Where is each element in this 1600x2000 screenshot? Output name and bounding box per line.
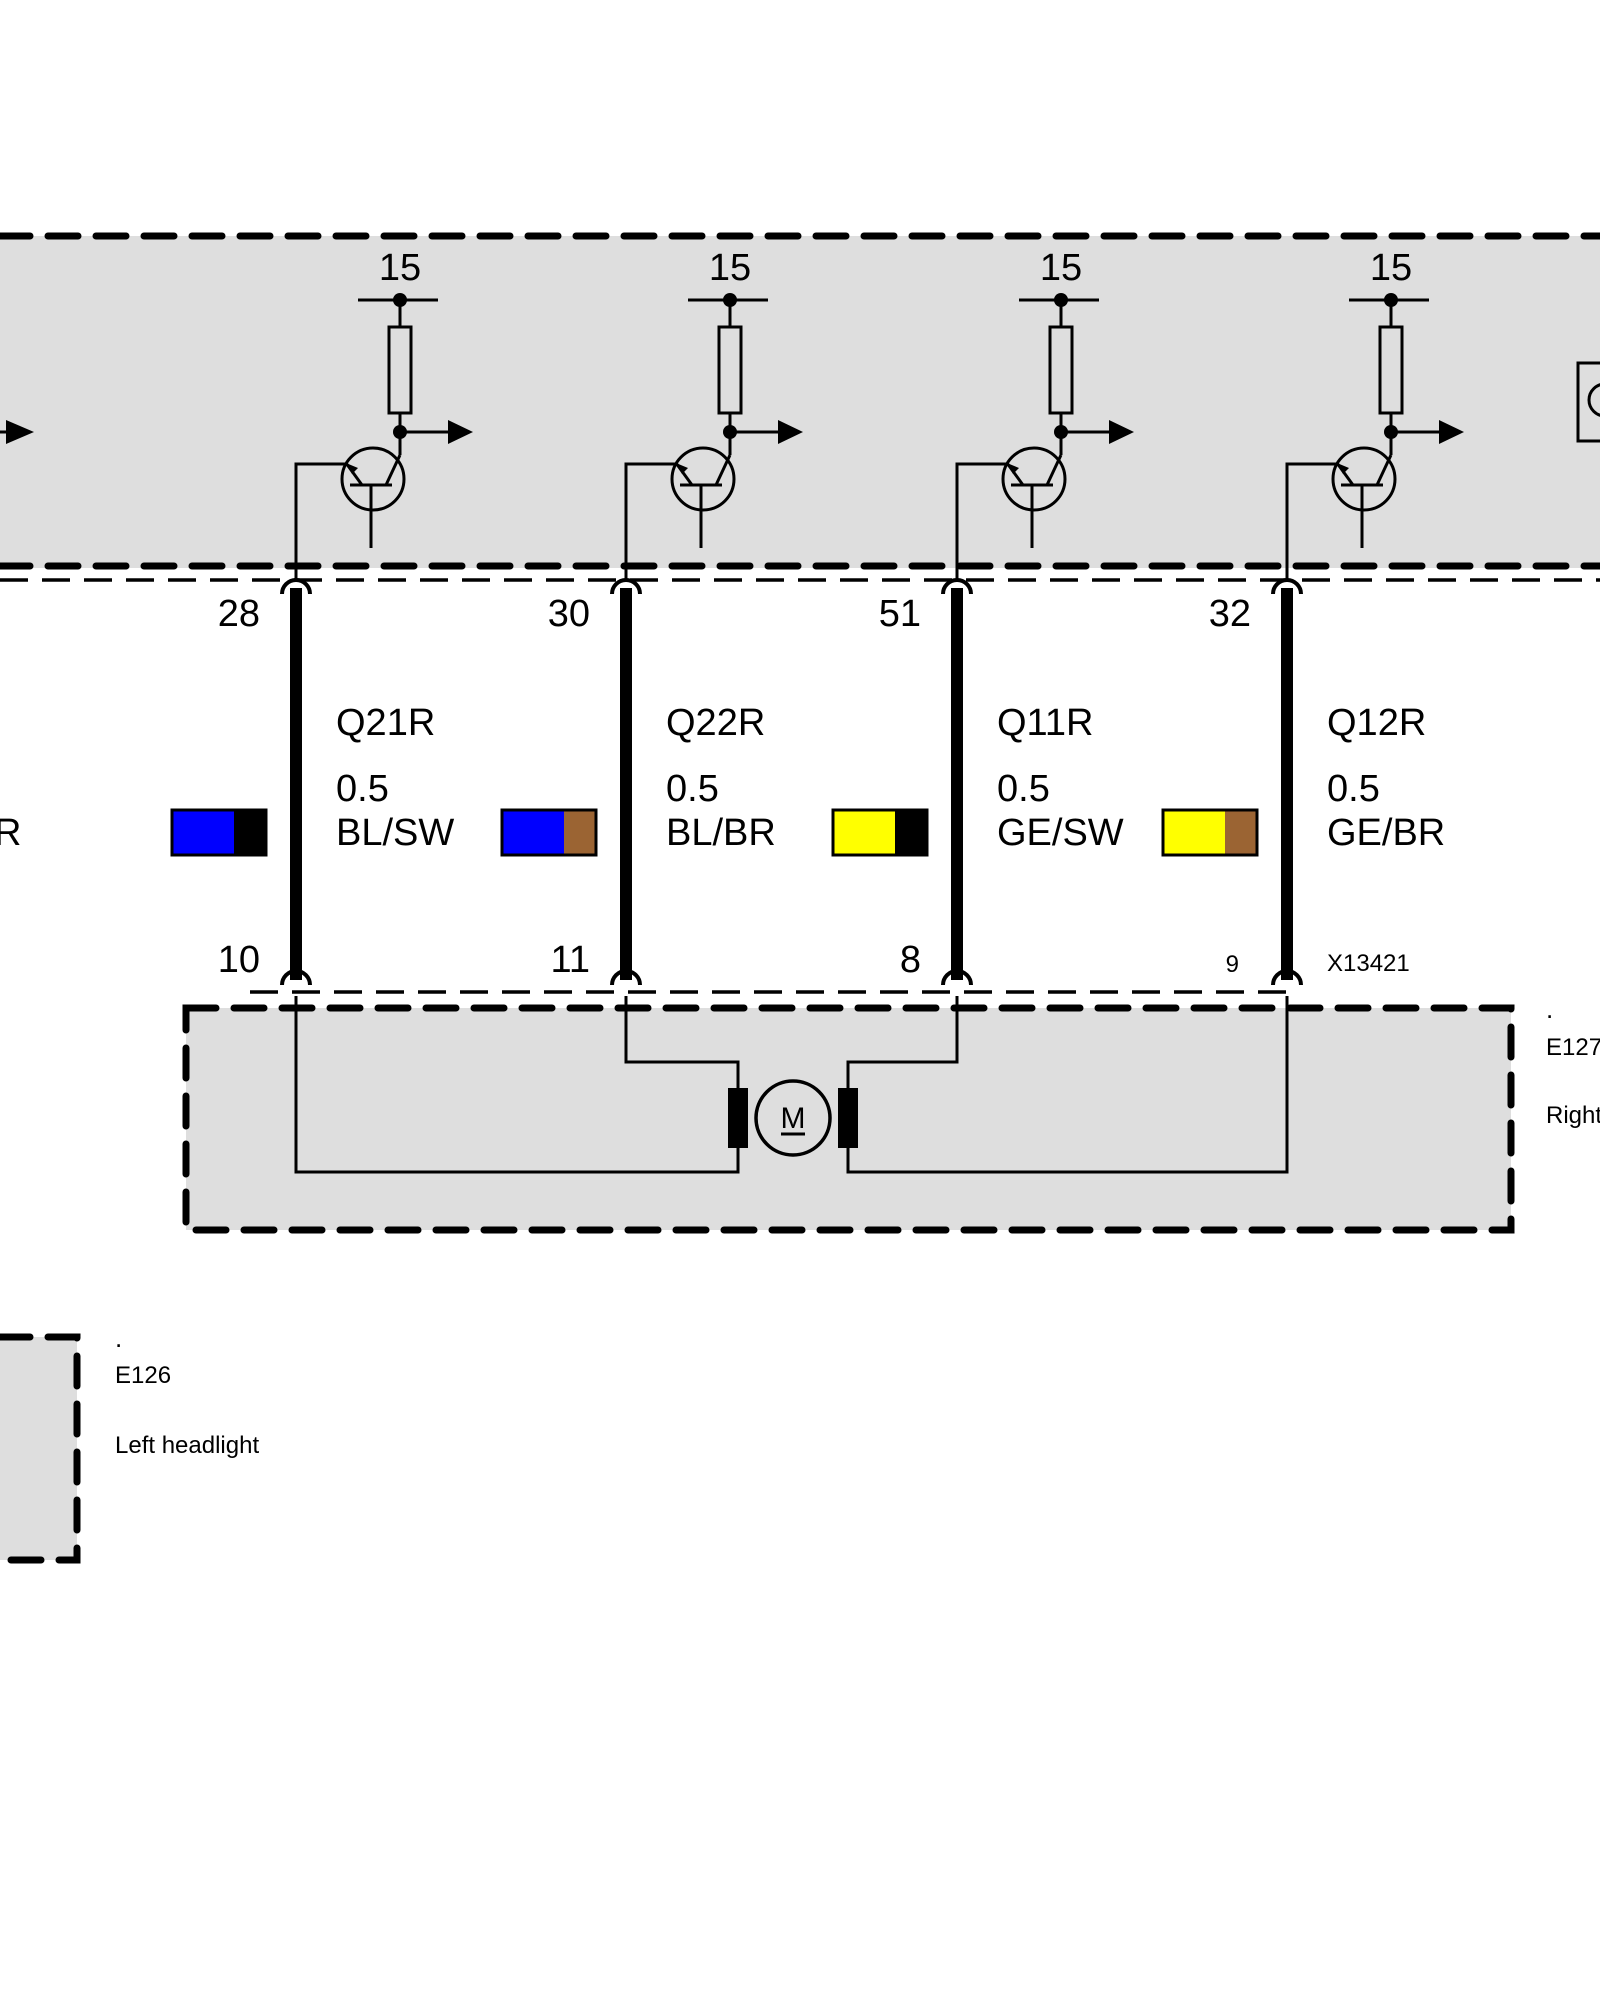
right-headlight-name: Right (1546, 1102, 1600, 1129)
wire-color-code-label: BL/SW (336, 812, 454, 854)
transistor-icon (670, 446, 736, 512)
wire-id-label: Q11R (997, 702, 1093, 744)
right-headlight-dot: . (1546, 994, 1553, 1024)
wire-color-code-label: BL/BR (666, 812, 776, 854)
left-headlight-id: E126 (115, 1362, 171, 1389)
motor-wiring (294, 1000, 1289, 1174)
control-unit-box (0, 236, 1600, 568)
pin-bottom-label: 8 (900, 939, 921, 981)
pin-socket-top (1271, 578, 1303, 595)
motor-brush-right (838, 1088, 858, 1148)
output-arrow-icon (0, 420, 34, 444)
wire-color-swatch (831, 808, 929, 857)
transistor-icon (1331, 446, 1397, 512)
emitter-arrow-icon (1007, 463, 1019, 474)
left-headlight-border (0, 1333, 81, 1564)
transistor-collector (1045, 454, 1063, 486)
wire-color-code-label: GE/SW (997, 812, 1124, 854)
wire-color-swatch-secondary (564, 810, 596, 855)
wire-color-swatch-primary (833, 810, 895, 855)
output-arrow-icon (778, 420, 803, 444)
output-arrow-icon (1439, 420, 1464, 444)
supply-terminal-label: 15 (1040, 247, 1082, 289)
left-headlight-dot: . (115, 1323, 122, 1353)
pin-socket-top (941, 578, 973, 595)
wire-gauge-label: 0.5 (336, 768, 389, 810)
wire-color-swatch-secondary (1225, 810, 1257, 855)
wire-gauge-label: 0.5 (666, 768, 719, 810)
transistor-collector (384, 454, 402, 486)
wire-color-swatch-primary (172, 810, 234, 855)
wire-color-swatch (1161, 808, 1259, 857)
wire-color-swatch-secondary (234, 810, 266, 855)
pin-top-label: 32 (1209, 593, 1251, 635)
pin-top-label: 51 (879, 593, 921, 635)
motor-icon (754, 1079, 832, 1157)
pin-bottom-label: 11 (551, 939, 590, 981)
left-headlight-box (0, 1337, 77, 1560)
transistor-icon (340, 446, 406, 512)
wire-color-code-label: GE/BR (1327, 812, 1445, 854)
transistor-icon (1001, 446, 1067, 512)
pin-bottom-label: 10 (218, 939, 260, 981)
pin-socket-top (280, 578, 312, 595)
wire-gauge-label: 0.5 (997, 768, 1050, 810)
partial-color-code-label: R (0, 812, 21, 854)
output-arrow-icon (1109, 420, 1134, 444)
left-headlight-name: Left headlight (115, 1432, 259, 1459)
emitter-wire (624, 462, 678, 580)
pin-bottom-label: 9 (1226, 951, 1239, 978)
motor-brush-left (728, 1088, 748, 1148)
wire-color-swatch-secondary (895, 810, 927, 855)
right-headlight-id: E127 (1546, 1034, 1600, 1061)
supply-terminal-label: 15 (379, 247, 421, 289)
module-symbol-icon (1576, 361, 1600, 443)
right-headlight-border (182, 1004, 1515, 1234)
emitter-wire (294, 462, 348, 580)
wire-color-swatch-primary (1163, 810, 1225, 855)
pin-top-label: 28 (218, 593, 260, 635)
wire-id-label: Q21R (336, 702, 435, 744)
wire-gauge-label: 0.5 (1327, 768, 1380, 810)
transistor-collector (1375, 454, 1393, 486)
emitter-arrow-icon (1337, 463, 1349, 474)
motor-symbol: M (781, 1102, 806, 1135)
pin-top-label: 30 (548, 593, 590, 635)
output-arrow-icon (448, 420, 473, 444)
emitter-wire (955, 462, 1009, 580)
pin-socket-top (610, 578, 642, 595)
emitter-arrow-icon (676, 463, 688, 474)
connector-id-label: X13421 (1327, 950, 1410, 977)
transistor-collector (714, 454, 732, 486)
supply-terminal-label: 15 (709, 247, 751, 289)
wire-id-label: Q22R (666, 702, 765, 744)
wire-color-swatch (500, 808, 598, 857)
wire-id-label: Q12R (1327, 702, 1426, 744)
emitter-wire (1285, 462, 1339, 580)
wire-color-swatch (170, 808, 268, 857)
emitter-arrow-icon (346, 463, 358, 474)
supply-terminal-label: 15 (1370, 247, 1412, 289)
wire-color-swatch-primary (502, 810, 564, 855)
